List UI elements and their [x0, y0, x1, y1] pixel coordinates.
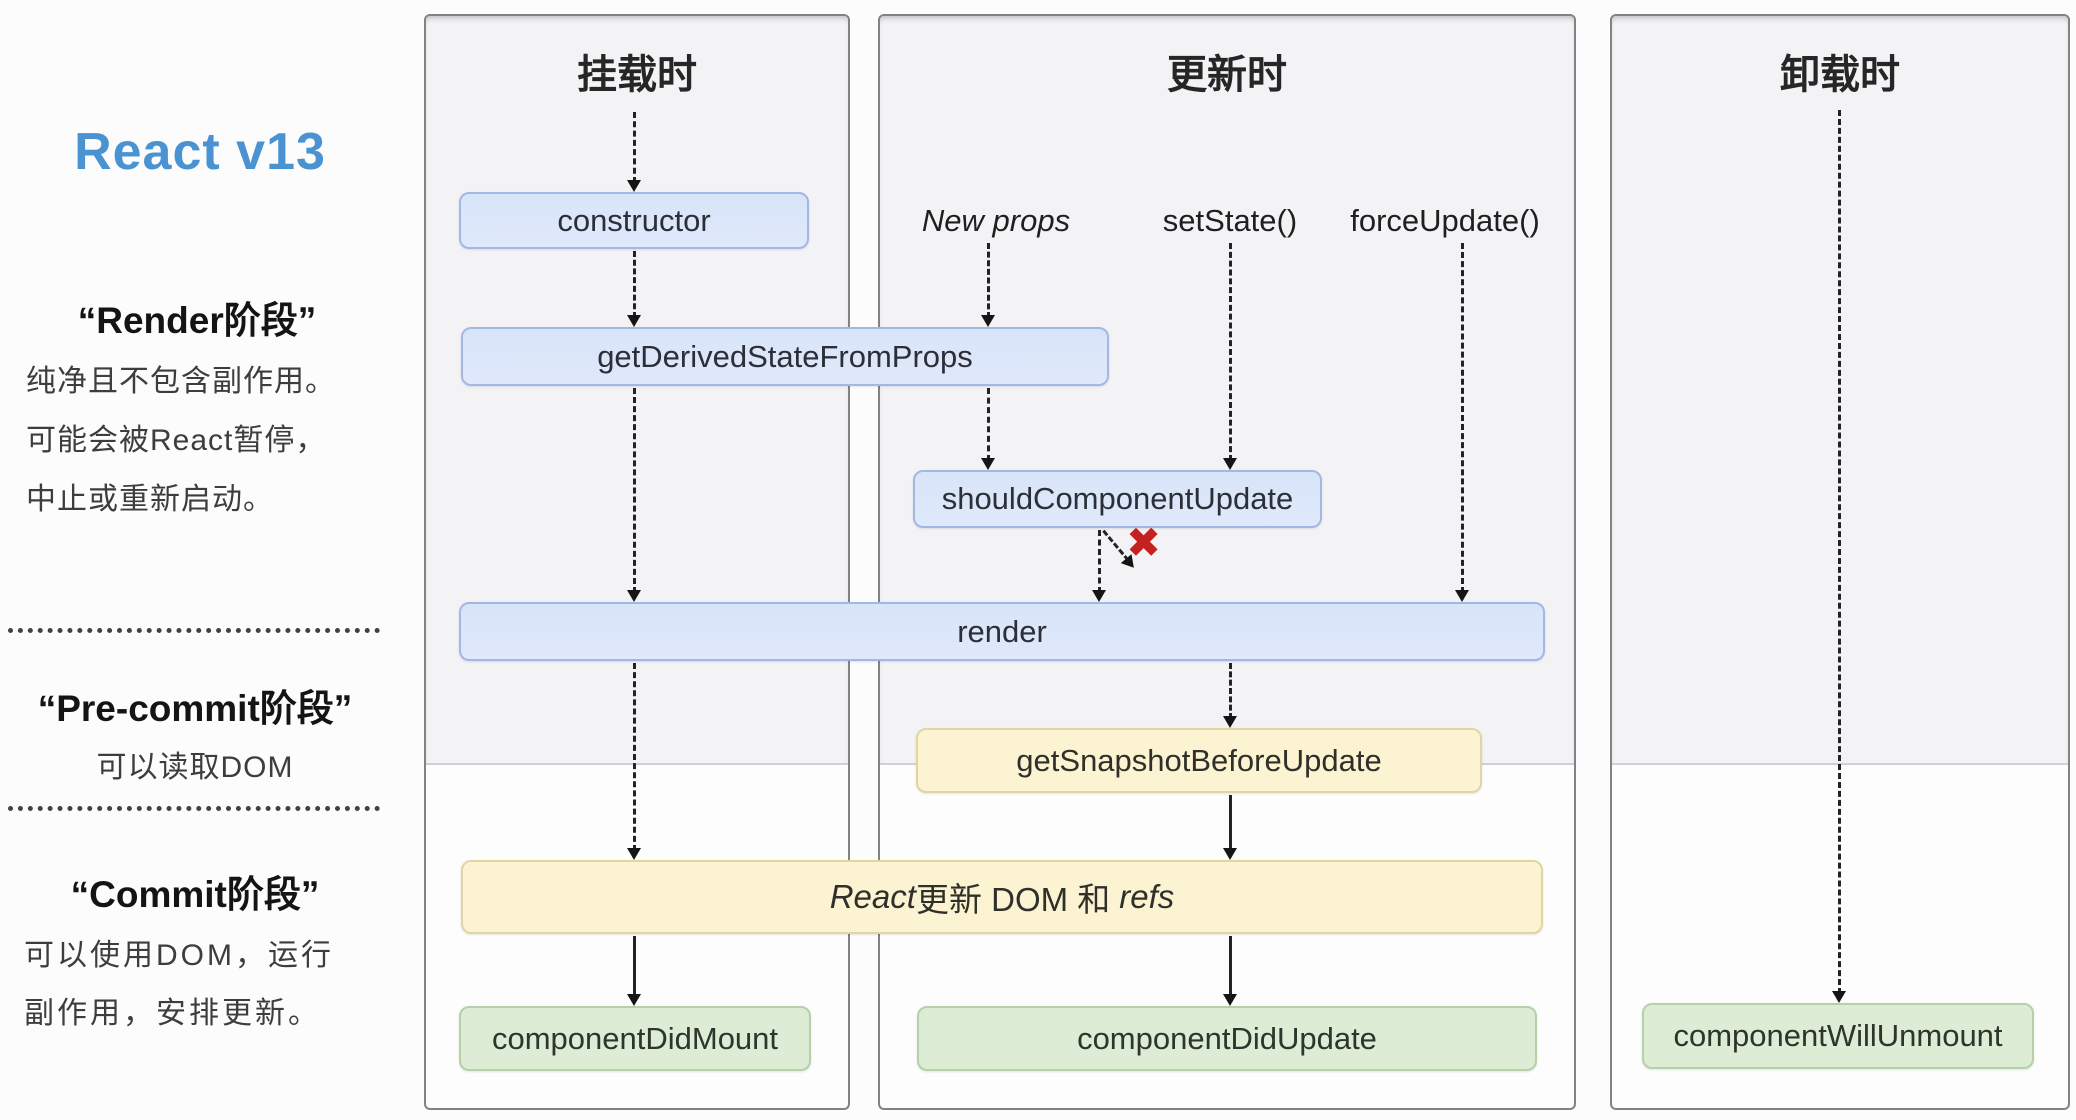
trigger-set-state: setState() [1162, 203, 1298, 238]
arrow-gdsfp-to-scu [981, 388, 995, 470]
box-constructor: constructor [459, 192, 809, 249]
arrow-react-updates-to-cdm [627, 936, 641, 1006]
commit-phase-heading: “Commit阶段” [70, 874, 320, 915]
commit-phase-line-2: 副作用，安排更新。 [24, 997, 321, 1030]
box-component-did-update: componentDidUpdate [917, 1006, 1537, 1071]
box-render: render [459, 602, 1545, 661]
arrow-react-updates-to-cdu [1223, 936, 1237, 1006]
arrow-render-to-gsbu [1223, 663, 1237, 728]
render-phase-line-1: 纯净且不包含副作用。 [26, 365, 336, 398]
panel-header-unmounting: 卸载时 [1780, 53, 1900, 97]
react-updates-suffix: refs [1119, 878, 1175, 915]
arrow-new-props-to-gdsfp [981, 243, 995, 327]
arrow-mount-to-constructor [627, 112, 641, 192]
arrow-force-update-to-render [1455, 243, 1469, 602]
pre-commit-phase-line-1: 可以读取DOM [96, 751, 294, 784]
dotted-divider-2 [8, 806, 380, 811]
box-get-snapshot-before-update: getSnapshotBeforeUpdate [916, 728, 1482, 793]
render-phase-line-3: 中止或重新启动。 [26, 483, 274, 516]
commit-phase-line-1: 可以使用DOM，运行 [24, 939, 334, 972]
render-phase-line-2: 可能会被React暂停， [26, 424, 327, 457]
trigger-new-props: New props [921, 203, 1071, 238]
box-react-updates-dom-and-refs: React 更新 DOM 和 refs [461, 860, 1543, 934]
box-should-component-update: shouldComponentUpdate [913, 470, 1322, 528]
arrow-set-state-to-scu [1223, 243, 1237, 470]
arrow-constructor-to-gdsfp [627, 251, 641, 327]
box-get-derived-state-from-props: getDerivedStateFromProps [461, 327, 1109, 386]
react-updates-middle: 更新 DOM 和 [915, 881, 1111, 918]
pre-commit-phase-heading: “Pre-commit阶段” [37, 688, 353, 729]
react-version-title: React v13 [74, 123, 326, 181]
arrow-unmount-to-cwu [1832, 110, 1846, 1003]
dotted-divider-1 [8, 628, 380, 633]
arrow-gdsfp-to-render-mount [627, 388, 641, 602]
render-phase-heading: “Render阶段” [77, 300, 317, 341]
panel-header-updating: 更新时 [1167, 53, 1287, 97]
arrow-gsbu-to-react-updates [1223, 795, 1237, 860]
trigger-force-update: forceUpdate() [1350, 203, 1540, 238]
box-component-did-mount: componentDidMount [459, 1006, 811, 1071]
arrow-scu-to-render [1092, 530, 1106, 602]
box-component-will-unmount: componentWillUnmount [1642, 1003, 2034, 1069]
skip-update-x-icon: ✖ [1126, 519, 1162, 566]
panel-header-mounting: 挂载时 [577, 53, 697, 97]
react-updates-prefix: React [829, 878, 916, 915]
arrow-render-to-react-updates-mount [627, 663, 641, 860]
